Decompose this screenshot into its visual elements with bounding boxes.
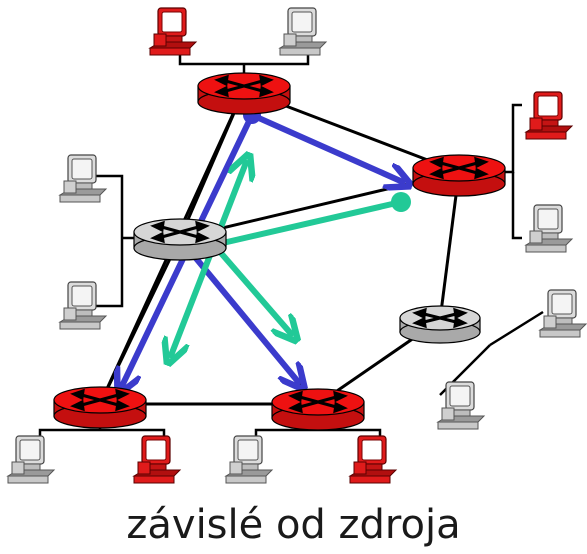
router-icon [412,307,468,329]
green-trunk [213,199,402,248]
green-source-tree [170,160,411,358]
router-icon [214,74,274,98]
desktop-computer-icon [133,435,181,484]
blue-arrow-to-right-router [250,112,405,183]
desktop-computer-icon [525,204,573,253]
diagram-caption: závislé od zdroja [126,502,461,548]
router-icon [429,156,489,180]
router-right-gray [399,305,481,344]
router-left-gray [133,218,227,261]
desktop-computer-icon [7,435,55,484]
router-bottom-left [53,386,147,429]
desktop-computer-icon [525,91,573,140]
router-icon [150,220,210,244]
desktop-computer-icon [349,435,397,484]
router-right [412,154,506,197]
desktop-computer-icon [539,289,587,338]
router-bottom-center [271,388,365,431]
desktop-computer-icon [59,154,107,203]
router-icon [70,388,130,412]
green-arrow-down-right [211,243,293,336]
desktop-computer-icon [149,7,197,56]
desktop-computer-icon [279,7,327,56]
router-icon [288,390,348,414]
router-top [197,72,291,115]
green-arrow-down-left [170,243,217,358]
desktop-computer-icon [225,435,273,484]
blue-arrow-to-bottom-center-router [182,243,300,384]
